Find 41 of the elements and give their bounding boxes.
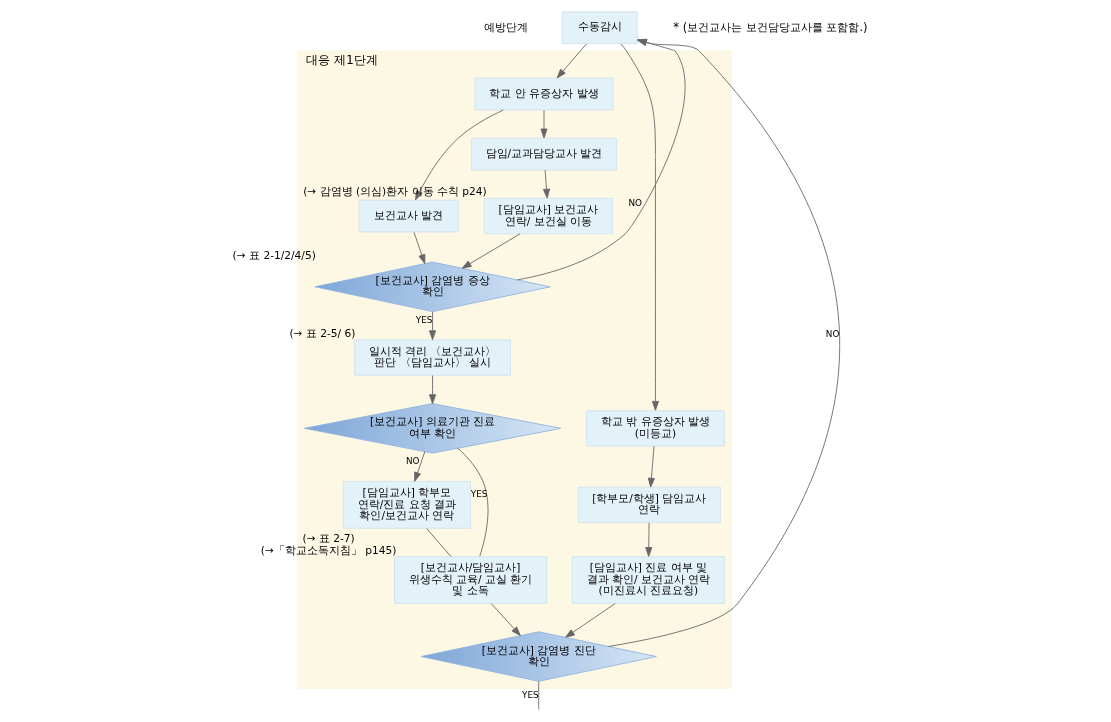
node-box: [담임교사] 보건교사 연락/ 보건실 이동: [483, 197, 613, 235]
arrow: [645, 522, 653, 557]
node-label: (→「학교소독지침」 p145): [260, 543, 397, 557]
node-box: [보건교사/담임교사] 위생수칙 교육/ 교실 환기 및 소독: [394, 556, 548, 604]
edge-label: YES: [415, 314, 433, 325]
node-label: (→ 표 2-7): [302, 532, 355, 546]
arrow: [461, 233, 521, 269]
node-label: (→ 표 2-1/2/4/5): [232, 249, 316, 263]
arrow: [543, 169, 551, 199]
edge-label: NO: [405, 455, 420, 466]
arrow: [540, 109, 548, 139]
connector: [426, 528, 452, 558]
arrow: [414, 451, 426, 482]
node-label: (→ 감염병 (의심)환자 이동 수칙 p24): [303, 185, 487, 199]
connector: [538, 680, 540, 711]
connector: [457, 447, 489, 557]
arrow: [565, 603, 616, 638]
edge-label: NO: [628, 198, 642, 209]
edge-label: YES: [470, 489, 488, 500]
arrow: [647, 445, 655, 488]
node-box: 담임/교과담당교사 발견: [471, 137, 617, 171]
edge-label: YES: [522, 689, 539, 700]
node-box: 보건교사 발견: [358, 199, 459, 233]
node-label: (→ 표 2-5/ 6): [289, 326, 356, 340]
label: 예방단계: [483, 19, 528, 34]
arrow: [556, 43, 587, 79]
arrow: [620, 43, 659, 411]
node-box: 학교 안 유증상자 발생: [474, 77, 614, 111]
label: * (보건교사는 보건담당교사를 포함함.): [673, 19, 868, 34]
arrow: [490, 603, 521, 636]
node-box: [담임교사] 학부모 연락/진료 요청 결과 확인/보건교사 연락: [342, 481, 472, 529]
node-box: [담임교사] 진료 여부 및 결과 확인/ 보건교사 연락 (미진료시 진료요청): [571, 556, 725, 604]
arrow: [429, 311, 437, 341]
node-box: 수동감시: [561, 11, 638, 44]
node-box: 학교 밖 유증상자 발생 (미등교): [586, 410, 725, 447]
arrow: [413, 231, 426, 265]
arrow: [429, 375, 437, 404]
node-box: 일시적 격리 〈보건교사〉 판단 〈담임교사〉 실시: [354, 339, 511, 376]
edge-label: NO: [825, 329, 840, 340]
node-box: [학부모/학생] 담임교사 연락: [577, 486, 721, 523]
node-diamond: [보건교사] 의료기관 진료 여부 확인: [303, 403, 562, 454]
